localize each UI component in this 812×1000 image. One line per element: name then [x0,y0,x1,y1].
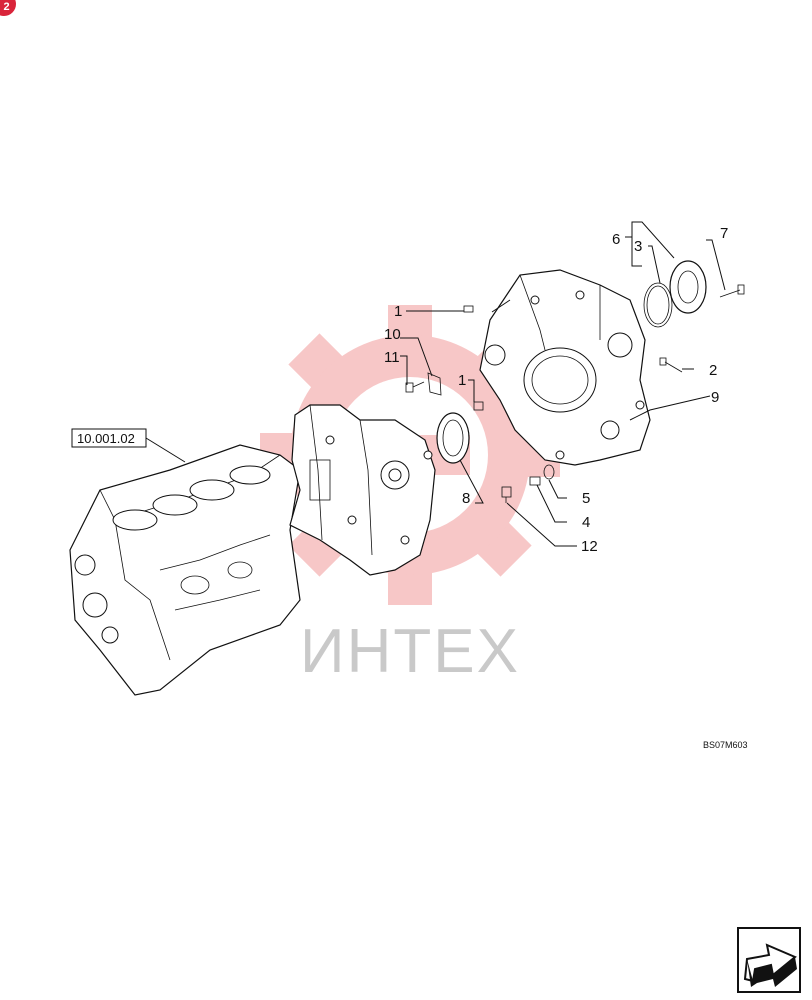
callout-7[interactable]: 7 [720,225,728,242]
callout-1-top[interactable]: 1 [394,303,402,320]
bolt-7 [719,284,745,298]
plug-4 [529,476,541,486]
reference-box-label[interactable]: 10.001.02 [77,431,135,446]
page-badge-number: 2 [3,1,10,13]
callout-9[interactable]: 9 [711,389,719,406]
callout-2[interactable]: 2 [709,362,717,379]
callout-11[interactable]: 11 [384,349,400,366]
cover-plate [643,260,707,328]
plug-12 [501,486,512,503]
screw-11 [405,381,425,393]
seal-8 [436,412,470,464]
drawing-code: BS07M603 [703,740,748,750]
callout-4[interactable]: 4 [582,514,590,531]
callout-6[interactable]: 6 [612,231,620,248]
front-cover [479,269,651,466]
gear-housing [289,404,436,576]
callout-1-mid[interactable]: 1 [458,372,466,389]
callout-5[interactable]: 5 [582,490,590,507]
callout-3[interactable]: 3 [634,238,642,255]
page-badge: 2 [0,0,16,16]
dowel-1-top [463,305,474,313]
callout-12[interactable]: 12 [581,538,598,555]
engine-block [69,444,301,696]
next-page-arrow-icon [743,943,797,987]
leader-lines [400,221,726,547]
reference-leader [145,437,186,463]
next-page-button[interactable] [737,927,801,993]
bolt-2 [659,357,683,373]
callout-8[interactable]: 8 [462,490,470,507]
oring-5 [543,464,555,480]
callout-10[interactable]: 10 [384,326,401,343]
watermark-text: ИНТЕХ [300,617,520,686]
plate-10 [427,372,442,396]
callouts: 1 1 2 3 4 5 6 7 8 9 10 11 12 [384,225,728,555]
dowel-1-mid [473,401,484,411]
